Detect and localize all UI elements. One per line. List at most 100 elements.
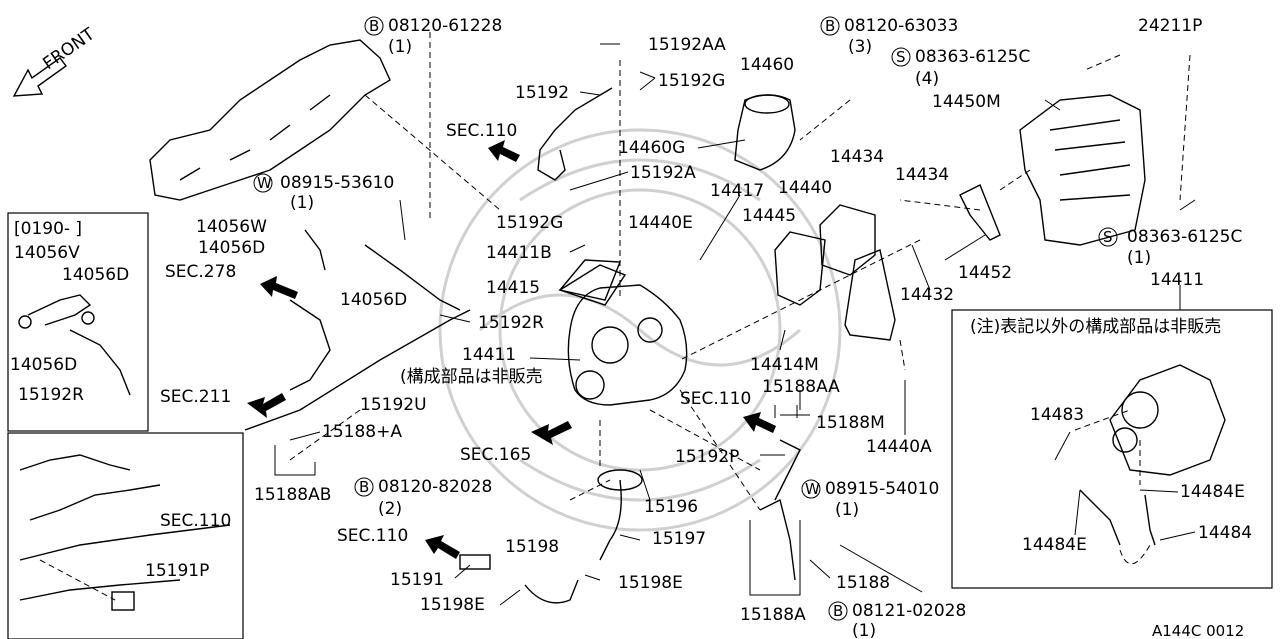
label-part-14460: 14460 [740, 55, 794, 75]
inset-left-lower [7, 432, 244, 639]
label-part-14056d: 14056D [10, 355, 77, 375]
label-part-15198: 15198 [505, 537, 559, 557]
label-part-14056d: 14056D [62, 265, 129, 285]
label-part-14411: 14411 [462, 345, 516, 365]
label-sec-110: SEC.110 [680, 389, 751, 409]
hose-15198 [524, 579, 579, 604]
label-part-15188a: 15188A [740, 605, 806, 625]
oil-drain-15197 [599, 479, 622, 561]
label-screw-08363-6125c: 08363-6125C [1127, 227, 1242, 247]
label-screw-08363-6125c: 08363-6125C [915, 47, 1030, 67]
front-arrow-icon [12, 57, 67, 97]
label-part-14452: 14452 [958, 263, 1012, 283]
bracket-14452 [959, 184, 1001, 241]
exhaust-manifold [149, 39, 391, 201]
badge-b-letter: B [359, 478, 369, 496]
outlet-elbow-14460 [734, 94, 796, 171]
label-part-15192g: 15192G [496, 213, 563, 233]
label-part-14484: 14484 [1198, 523, 1252, 543]
label-washer-08915-53610: 08915-53610 [280, 173, 394, 193]
leader-lines [289, 43, 1196, 606]
group-bracket-15188ab [274, 445, 316, 476]
label-part-14440a: 14440A [866, 437, 932, 457]
badge-b-icon [354, 16, 848, 621]
label-assembly-note: (構成部品は非販売 [400, 367, 543, 387]
label-sec-110: SEC.110 [337, 526, 408, 546]
label-part-14056w: 14056W [196, 217, 267, 237]
label-part-14440: 14440 [778, 178, 832, 198]
label-part-15192aa: 15192AA [648, 35, 726, 55]
gasket-14440 [819, 204, 876, 276]
badge-w-letter: W [805, 480, 820, 498]
label-bolt-08120-63033: 08120-63033 [844, 16, 958, 36]
gasket-15196 [597, 469, 643, 491]
pipe-15188a [759, 498, 796, 581]
badge-s-letter: S [896, 48, 906, 66]
sec-arrow-icon [247, 140, 776, 559]
label-part-15188aa: 15188AA [762, 377, 840, 397]
drawing-code: A144C 0012 [1152, 622, 1244, 639]
pipe-15192p [774, 439, 801, 501]
label-part-14440e: 14440E [628, 213, 693, 233]
label-part-24211p: 24211P [1138, 16, 1202, 36]
label-qty: (1) [835, 500, 859, 520]
label-part-14450m: 14450M [932, 92, 1001, 112]
label-part-15188-a: 15188+A [322, 422, 402, 442]
inset-left-upper [7, 212, 149, 432]
badge-b-letter: B [369, 17, 379, 35]
label-qty: (2) [378, 499, 402, 519]
pipe-15192u [289, 299, 331, 391]
label-part-14056v: 14056V [14, 243, 80, 263]
group-bracket-15188aa [774, 405, 798, 418]
dashed-guide-lines [289, 32, 1191, 511]
badge-s-icon [891, 47, 1118, 247]
gasket-14445 [774, 231, 826, 306]
heat-shield-14450m [1019, 94, 1146, 246]
label-part-15192r: 15192R [18, 385, 84, 405]
label-part-15192a: 15192A [630, 163, 696, 183]
label-part-14484e: 14484E [1180, 482, 1245, 502]
label-part-15188: 15188 [836, 573, 890, 593]
label-sec-165: SEC.165 [460, 445, 531, 465]
label-part-15192r: 15192R [478, 313, 544, 333]
label-part-14484e: 14484E [1022, 535, 1087, 555]
label-part-14432: 14432 [900, 285, 954, 305]
label-part-14483: 14483 [1030, 405, 1084, 425]
label-part-14056d: 14056D [198, 238, 265, 258]
label-part-15196: 15196 [644, 497, 698, 517]
label-qty: (1) [290, 193, 314, 213]
label-inset-range: [0190- ] [14, 219, 82, 239]
front-label: FRONT [39, 24, 99, 74]
label-part-15197: 15197 [652, 529, 706, 549]
inset-right [951, 309, 1273, 589]
oil-pipe-15192 [537, 87, 613, 181]
label-bolt-08120-61228: 08120-61228 [388, 16, 502, 36]
group-bracket-15188a [749, 520, 801, 596]
label-inset-note: (注)表記以外の構成部品は非販売 [970, 317, 1221, 337]
label-part-14056d: 14056D [340, 290, 407, 310]
label-part-15192: 15192 [515, 83, 569, 103]
fitting-15191 [459, 554, 491, 570]
label-part-14417: 14417 [710, 181, 764, 201]
label-qty: (1) [388, 37, 412, 57]
label-part-14415: 14415 [486, 278, 540, 298]
label-part-15198e: 15198E [420, 595, 485, 615]
label-part-14411b: 14411B [486, 243, 552, 263]
label-bolt-08121-02028: 08121-02028 [852, 601, 966, 621]
label-bolt-08120-82028: 08120-82028 [378, 477, 492, 497]
label-part-14434: 14434 [895, 165, 949, 185]
label-part-15192u: 15192U [360, 395, 427, 415]
label-part-15192g: 15192G [658, 71, 725, 91]
turbocharger-body [558, 264, 688, 406]
label-sec-110: SEC.110 [446, 121, 517, 141]
label-qty: (4) [915, 69, 939, 89]
outlet-pipe-14440a [844, 249, 896, 341]
label-qty: (3) [848, 37, 872, 57]
label-part-15198e: 15198E [618, 573, 683, 593]
label-washer-08915-54010: 08915-54010 [825, 479, 939, 499]
label-part-15192p: 15192P [675, 447, 739, 467]
label-part-15188m: 15188M [816, 413, 885, 433]
pipe-15192r [364, 244, 461, 311]
label-part-15188ab: 15188AB [254, 485, 331, 505]
